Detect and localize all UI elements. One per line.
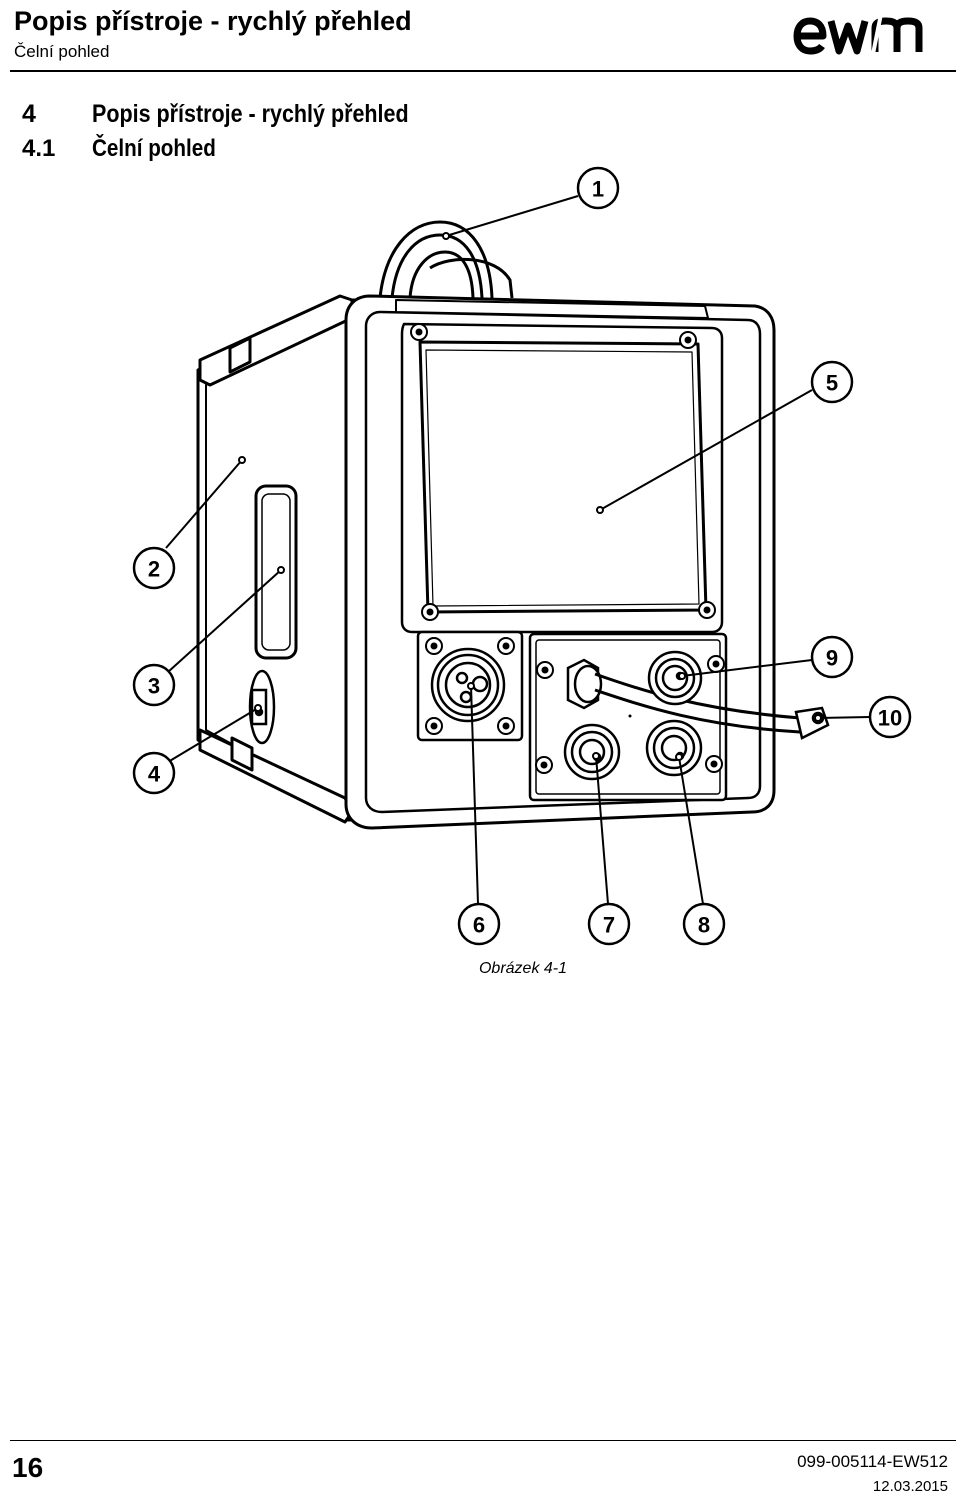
side-window bbox=[254, 484, 298, 660]
document-date: 12.03.2015 bbox=[872, 1478, 948, 1495]
socket-top-right bbox=[647, 650, 703, 706]
leader-dots bbox=[238, 232, 822, 761]
connection-plate bbox=[528, 632, 728, 802]
callout-3-circle bbox=[132, 663, 176, 707]
callout-7: 7 bbox=[603, 913, 615, 938]
callout-3: 3 bbox=[148, 674, 160, 699]
callout-5-circle bbox=[810, 360, 854, 404]
leader-lines bbox=[165, 195, 871, 905]
side-lock bbox=[248, 669, 276, 745]
subsection-title: Čelní pohled bbox=[92, 135, 216, 162]
hose-end-fitting bbox=[794, 706, 830, 740]
callout-10: 10 bbox=[878, 706, 902, 731]
callout-8-circle bbox=[682, 902, 726, 946]
callout-7-circle bbox=[587, 902, 631, 946]
callout-10-circle bbox=[868, 695, 912, 739]
callout-2-circle bbox=[132, 546, 176, 590]
callout-4: 4 bbox=[148, 762, 161, 787]
callout-9: 9 bbox=[826, 646, 838, 671]
carry-handle bbox=[378, 220, 514, 299]
front-panel bbox=[400, 322, 724, 634]
callout-1: 1 bbox=[592, 177, 604, 202]
document-id: 099-005114-EW512 bbox=[797, 1452, 948, 1471]
header-title: Popis přístroje - rychlý přehled bbox=[14, 6, 412, 36]
cable-gland bbox=[566, 658, 603, 710]
callout-4-circle bbox=[132, 751, 176, 795]
callout-2: 2 bbox=[148, 557, 160, 582]
page-number: 16 bbox=[12, 1452, 44, 1483]
device-front-view-drawing: 1 2 3 4 5 6 7 8 9 10 bbox=[132, 166, 912, 946]
ewm-logo bbox=[793, 13, 923, 55]
section-number: 4 bbox=[22, 100, 36, 128]
callout-6: 6 bbox=[473, 913, 485, 938]
socket-bottom-left bbox=[563, 723, 621, 781]
callout-6-circle bbox=[457, 902, 501, 946]
header-rule bbox=[10, 70, 956, 72]
cover-flap bbox=[418, 340, 708, 614]
callout-1-circle bbox=[576, 166, 620, 210]
figure-caption: Obrázek 4-1 bbox=[478, 960, 568, 977]
callout-5: 5 bbox=[826, 371, 838, 396]
header-subtitle: Čelní pohled bbox=[14, 42, 110, 61]
section-title: Popis přístroje - rychlý přehled bbox=[92, 100, 409, 128]
callout-8: 8 bbox=[698, 913, 710, 938]
subsection-number: 4.1 bbox=[22, 135, 56, 162]
footer-rule bbox=[10, 1440, 956, 1441]
socket-bottom-right bbox=[645, 719, 703, 777]
callout-9-circle bbox=[810, 635, 854, 679]
